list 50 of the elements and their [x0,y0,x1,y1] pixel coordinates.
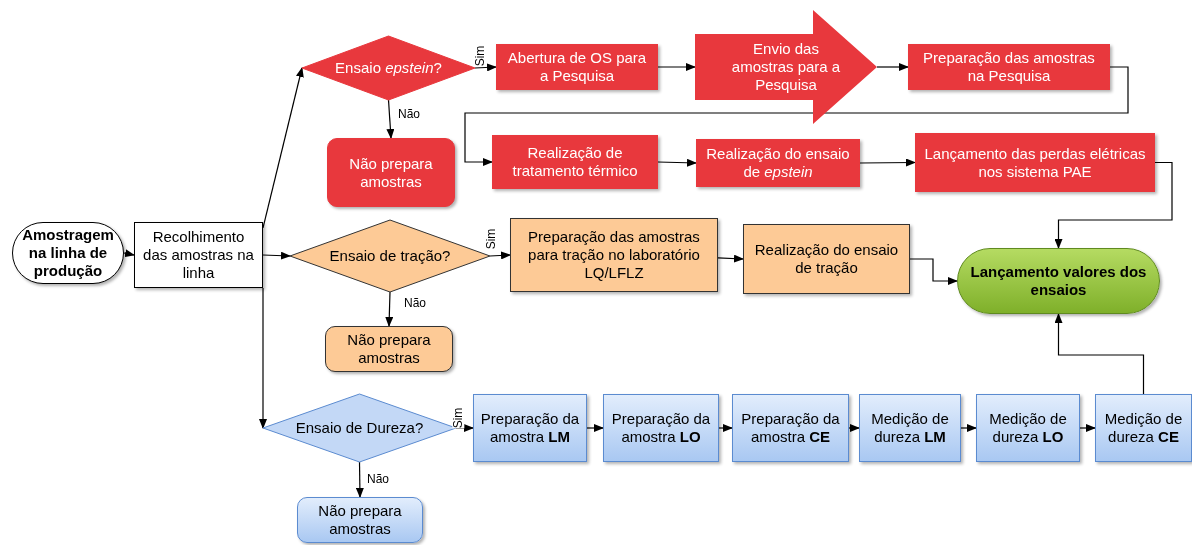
terminal-box: Lançamento valores dos ensaios [957,248,1160,314]
decision-diamond: Ensaio epstein? [302,36,475,100]
arrow [262,67,304,229]
arrow [718,424,733,432]
arrow [355,461,364,498]
arrow [909,258,958,285]
process-box: Preparação da amostra LM [473,394,587,462]
arrow [717,254,744,263]
process-box: Realização do ensaio de epstein [696,139,860,187]
edge-label: Sim [474,45,487,67]
end-box: Não prepara amostras [325,326,453,372]
process-box: Preparação da amostra LO [603,394,719,462]
process-shape: Envio das amostras para a Pesquisa [695,10,877,124]
process-box: Abertura de OS para a Pesquisa [496,44,658,90]
arrow [474,63,497,72]
arrow [464,66,1129,166]
process-box: Preparação da amostra CE [732,394,849,462]
process-box: Recolhimento das amostras na linha [134,222,263,288]
process-box: Realização de tratamento térmico [492,135,658,189]
arrow [1054,161,1173,249]
arrow [259,287,267,429]
process-box: Medição de dureza LO [976,394,1080,462]
arrow [657,158,697,167]
arrow [262,251,291,260]
arrow [876,63,909,71]
process-box: Preparação das amostras na Pesquisa [908,44,1110,90]
arrow [960,424,977,432]
edge-label: Não [367,473,389,485]
arrow [657,63,696,71]
edge-label: Não [404,297,426,309]
end-box: Não prepara amostras [327,138,455,207]
arrow [123,249,135,258]
process-box: Medição de dureza CE [1095,394,1192,462]
terminal-box: Amostragem na linha de produção [12,222,124,284]
arrow [1054,313,1145,395]
arrow [1079,424,1096,432]
end-box: Não prepara amostras [297,497,423,543]
arrow [859,158,916,167]
arrow [848,424,860,432]
process-box: Preparação das amostras para tração no laboratório LQ/LFLZ [510,218,718,292]
process-box: Medição de dureza LM [859,394,961,462]
edge-label: Não [398,108,420,120]
arrow [386,99,395,139]
arrow [489,251,511,260]
process-box: Realização do ensaio de tração [743,224,910,294]
edge-label: Sim [452,407,465,429]
process-box: Lançamento das perdas elétricas nos sistema PAE [915,133,1155,192]
edge-label: Sim [485,228,498,250]
arrow [586,424,604,432]
arrow [385,291,394,327]
